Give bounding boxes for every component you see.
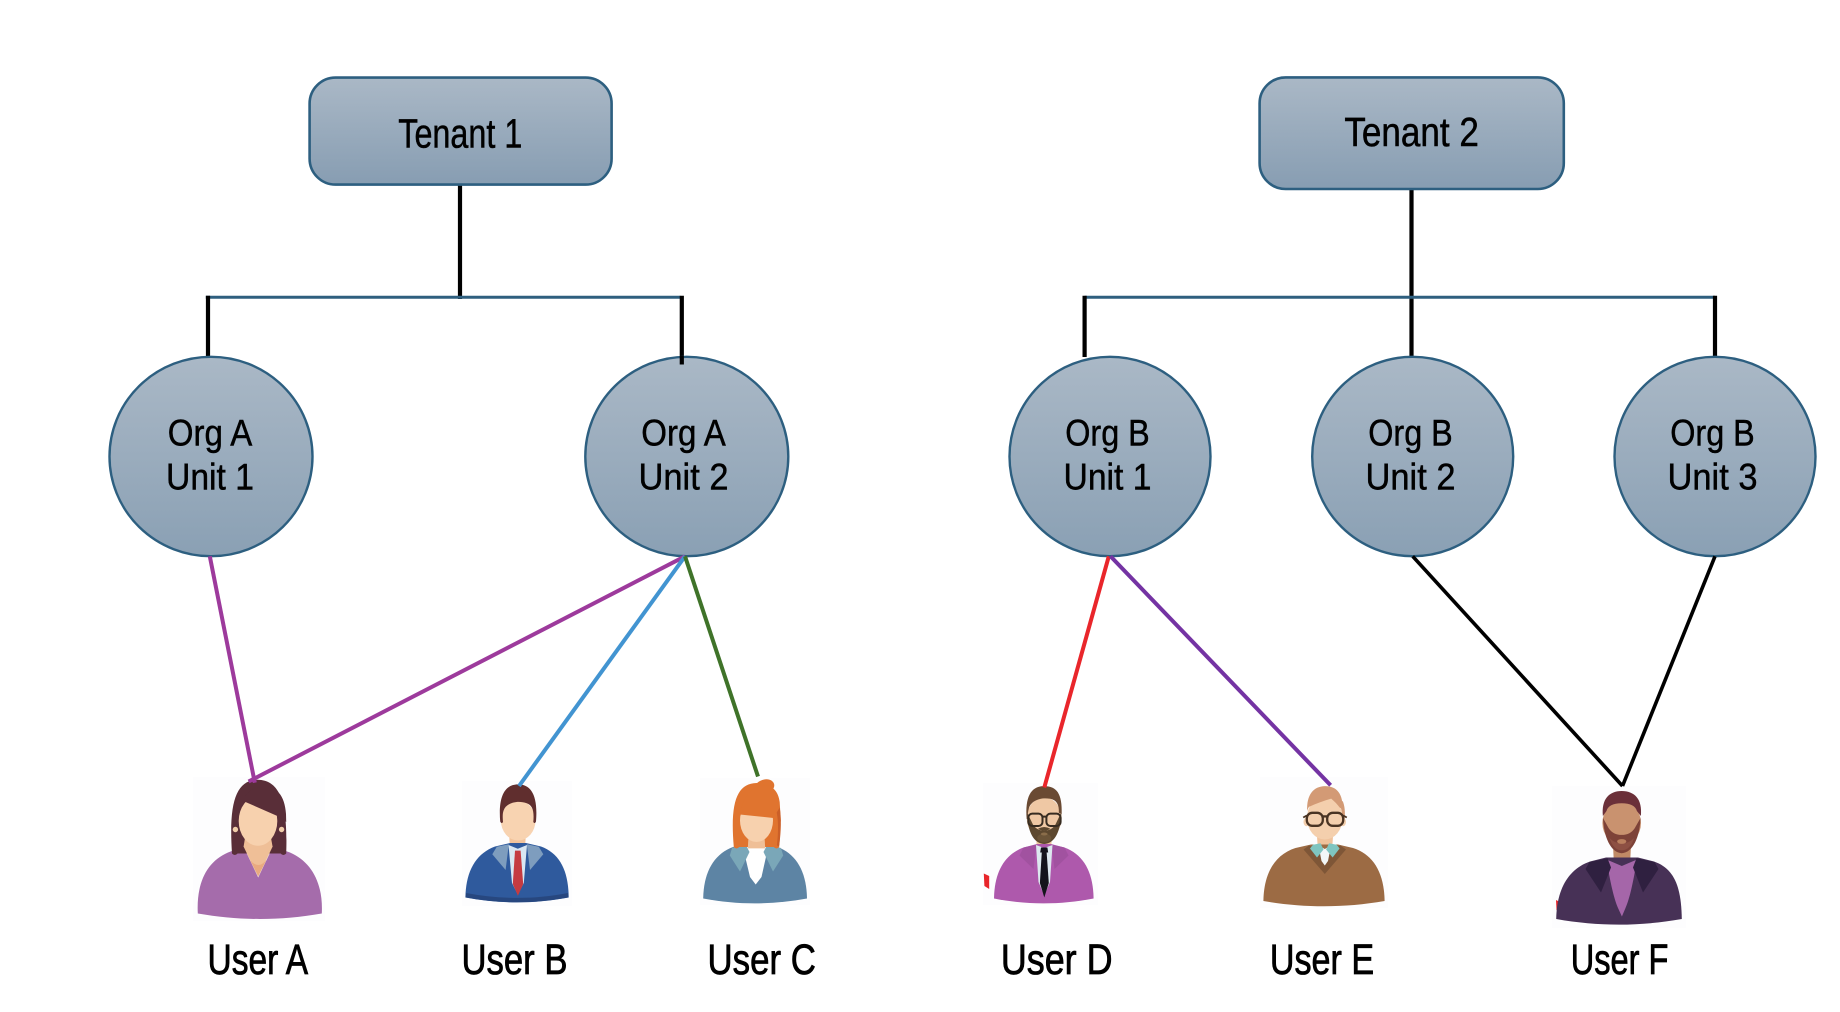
svg-text:User A: User A	[208, 937, 309, 984]
svg-text:User F: User F	[1571, 937, 1669, 984]
svg-text:Org B: Org B	[1368, 412, 1453, 453]
svg-text:Org A: Org A	[168, 412, 253, 453]
svg-text:User B: User B	[462, 937, 568, 984]
svg-text:Org B: Org B	[1065, 412, 1150, 453]
svg-text:Unit 1: Unit 1	[166, 457, 254, 498]
svg-text:Tenant 2: Tenant 2	[1344, 109, 1479, 155]
svg-text:Unit 1: Unit 1	[1064, 457, 1152, 498]
svg-text:Org A: Org A	[641, 412, 726, 453]
svg-text:Unit 2: Unit 2	[1366, 457, 1456, 498]
svg-text:User C: User C	[708, 937, 816, 984]
svg-text:Unit 2: Unit 2	[639, 457, 729, 498]
svg-text:Org B: Org B	[1670, 412, 1755, 453]
svg-text:User E: User E	[1270, 937, 1374, 984]
svg-text:User D: User D	[1001, 937, 1113, 984]
svg-text:Tenant 1: Tenant 1	[398, 111, 522, 157]
svg-text:Unit 3: Unit 3	[1668, 457, 1758, 498]
